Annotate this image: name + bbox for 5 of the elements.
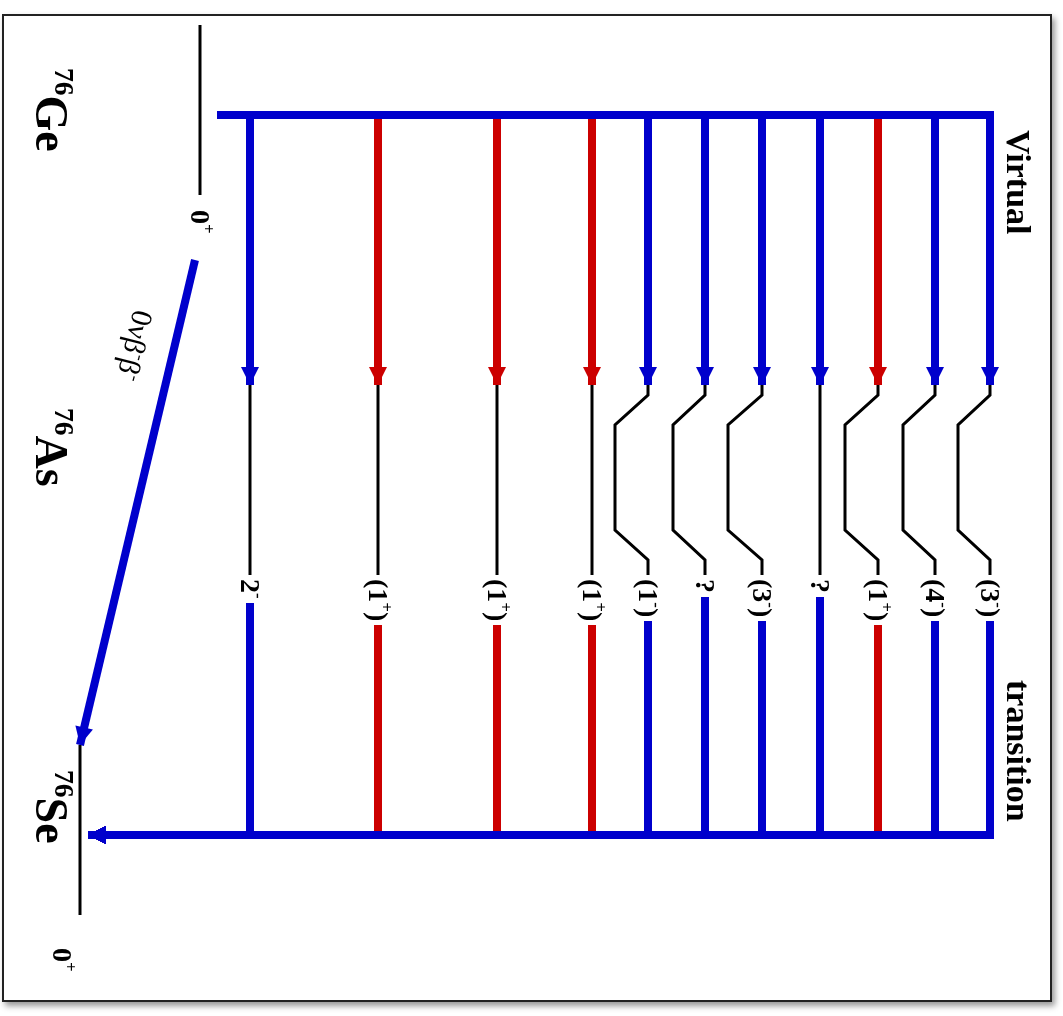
spin-parity-label: ? <box>804 579 836 593</box>
transition-arrow <box>75 259 199 746</box>
caption-text: Virtual <box>999 130 1037 235</box>
spin-parity-label: ? <box>689 579 721 593</box>
caption-text: transition <box>999 680 1037 822</box>
